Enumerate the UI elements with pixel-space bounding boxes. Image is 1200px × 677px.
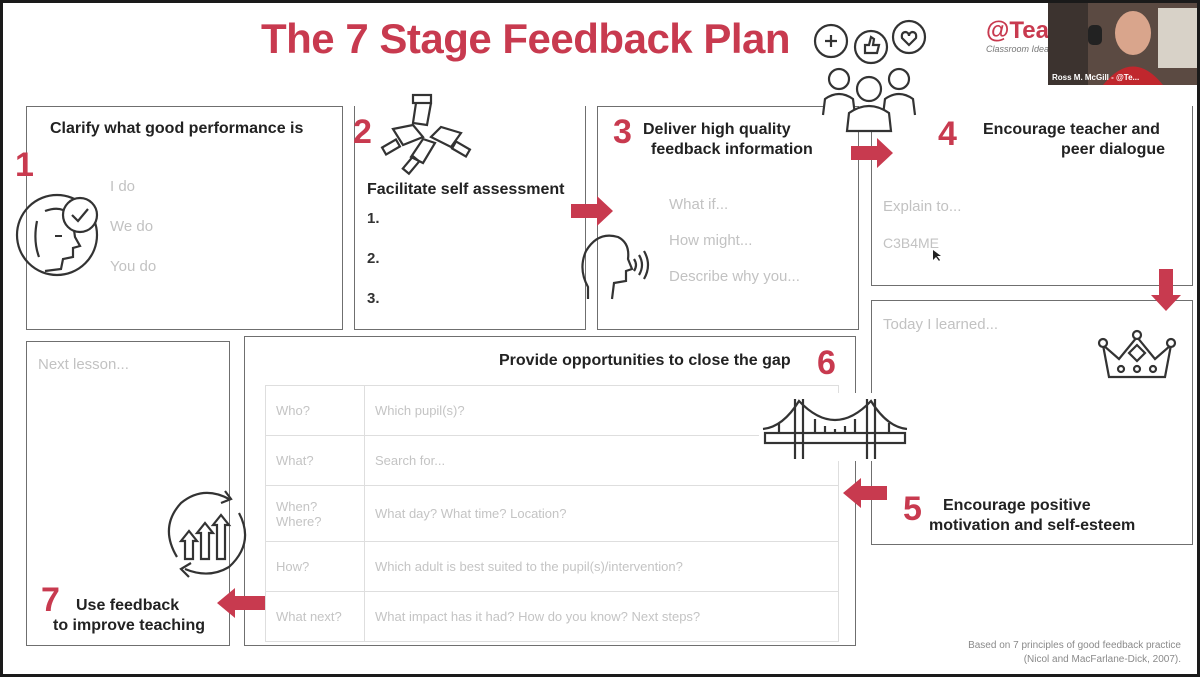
stage-2-heading: Facilitate self assessment bbox=[367, 181, 565, 198]
stage-5-number: 5 bbox=[903, 490, 922, 528]
table-cell-label: When? Where? bbox=[265, 485, 365, 542]
arrow-left-icon bbox=[217, 588, 265, 618]
table-cell-text: What day? What time? Location? bbox=[364, 485, 839, 542]
table-cell-label: What? bbox=[265, 435, 365, 486]
stage-1-item: I do bbox=[110, 178, 136, 195]
close-the-gap-table: Who? Which pupil(s)? What? Search for...… bbox=[265, 385, 839, 642]
footnote-line1: Based on 7 principles of good feedback p… bbox=[968, 640, 1181, 651]
slide: The 7 Stage Feedback Plan @Tea Classroom… bbox=[3, 3, 1197, 674]
stage-7-placeholder: Next lesson... bbox=[38, 356, 129, 373]
stage-2-item: 1. bbox=[367, 210, 380, 227]
webcam-person-icon bbox=[1048, 3, 1197, 85]
stage-4-heading-line2: peer dialogue bbox=[1061, 141, 1166, 158]
stage-1-heading: Clarify what good performance is bbox=[50, 120, 304, 137]
brand-subtitle: Classroom Ideas bbox=[986, 44, 1054, 54]
stage-3-item: What if... bbox=[669, 196, 729, 213]
stage-7-number: 7 bbox=[41, 581, 60, 619]
stage-3-heading-line1: Deliver high quality bbox=[643, 121, 791, 138]
stage-3-number: 3 bbox=[613, 113, 632, 151]
stage-3-item: How might... bbox=[669, 232, 753, 249]
stage-7-heading-line2: to improve teaching bbox=[53, 617, 206, 634]
table-row: How? Which adult is best suited to the p… bbox=[265, 541, 839, 592]
stage-1-number: 1 bbox=[15, 146, 34, 184]
table-row: Who? Which pupil(s)? bbox=[265, 385, 839, 436]
stage-2-item: 2. bbox=[367, 250, 380, 267]
bridge-icon bbox=[759, 393, 911, 461]
mouse-cursor-icon bbox=[933, 250, 941, 261]
stage-1-item: We do bbox=[110, 218, 154, 235]
stage-2-number: 2 bbox=[353, 113, 372, 151]
growth-cycle-icon bbox=[167, 490, 247, 578]
stage-3-box bbox=[597, 106, 859, 330]
stage-6-heading: Provide opportunities to close the gap bbox=[499, 352, 791, 369]
speaking-head-icon bbox=[581, 234, 650, 300]
table-cell-text: Which adult is best suited to the pupil(… bbox=[364, 541, 839, 592]
hands-together-icon bbox=[380, 93, 472, 176]
people-reactions-icon bbox=[813, 19, 927, 133]
page-title: The 7 Stage Feedback Plan bbox=[261, 15, 791, 62]
arrow-down-icon bbox=[1151, 269, 1181, 311]
stage-3-item: Describe why you... bbox=[669, 268, 800, 285]
stage-3-heading-line2: feedback information bbox=[651, 141, 813, 158]
stage-4-heading-line1: Encourage teacher and bbox=[983, 121, 1160, 138]
webcam-video: Ross M. McGill - @Te... bbox=[1048, 3, 1197, 85]
stage-2-item: 3. bbox=[367, 290, 380, 307]
webcam-name-label: Ross M. McGill - @Te... bbox=[1052, 73, 1140, 82]
head-check-icon bbox=[15, 193, 99, 277]
stage-2-box bbox=[354, 106, 586, 330]
stage-4-box bbox=[871, 106, 1193, 286]
table-row: What? Search for... bbox=[265, 435, 839, 486]
table-cell-text: What impact has it had? How do you know?… bbox=[364, 591, 839, 642]
stage-5-placeholder: Today I learned... bbox=[883, 316, 999, 333]
stage-7-heading-line1: Use feedback bbox=[76, 597, 180, 614]
stage-4-item: Explain to... bbox=[883, 198, 962, 215]
brand-logo-text: @Tea bbox=[986, 17, 1049, 44]
arrow-right-icon bbox=[851, 138, 893, 168]
table-cell-label: How? bbox=[265, 541, 365, 592]
table-row: When? Where? What day? What time? Locati… bbox=[265, 485, 839, 542]
stage-5-heading-line1: Encourage positive bbox=[943, 497, 1091, 514]
stage-5-heading-line2: motivation and self-esteem bbox=[929, 517, 1136, 534]
stage-1-item: You do bbox=[110, 258, 157, 275]
table-cell-label: What next? bbox=[265, 591, 365, 642]
arrow-left-icon bbox=[843, 478, 887, 508]
table-cell-label: Who? bbox=[265, 385, 365, 436]
crown-icon bbox=[1097, 329, 1177, 379]
stage-4-item: C3B4ME bbox=[883, 235, 940, 251]
footnote-line2: (Nicol and MacFarlane-Dick, 2007). bbox=[1023, 654, 1181, 665]
stage-4-number: 4 bbox=[938, 115, 957, 153]
arrow-right-icon bbox=[571, 196, 613, 226]
stage-6-number: 6 bbox=[817, 344, 836, 382]
footnote: Based on 7 principles of good feedback p… bbox=[968, 639, 1181, 667]
table-row: What next? What impact has it had? How d… bbox=[265, 591, 839, 642]
